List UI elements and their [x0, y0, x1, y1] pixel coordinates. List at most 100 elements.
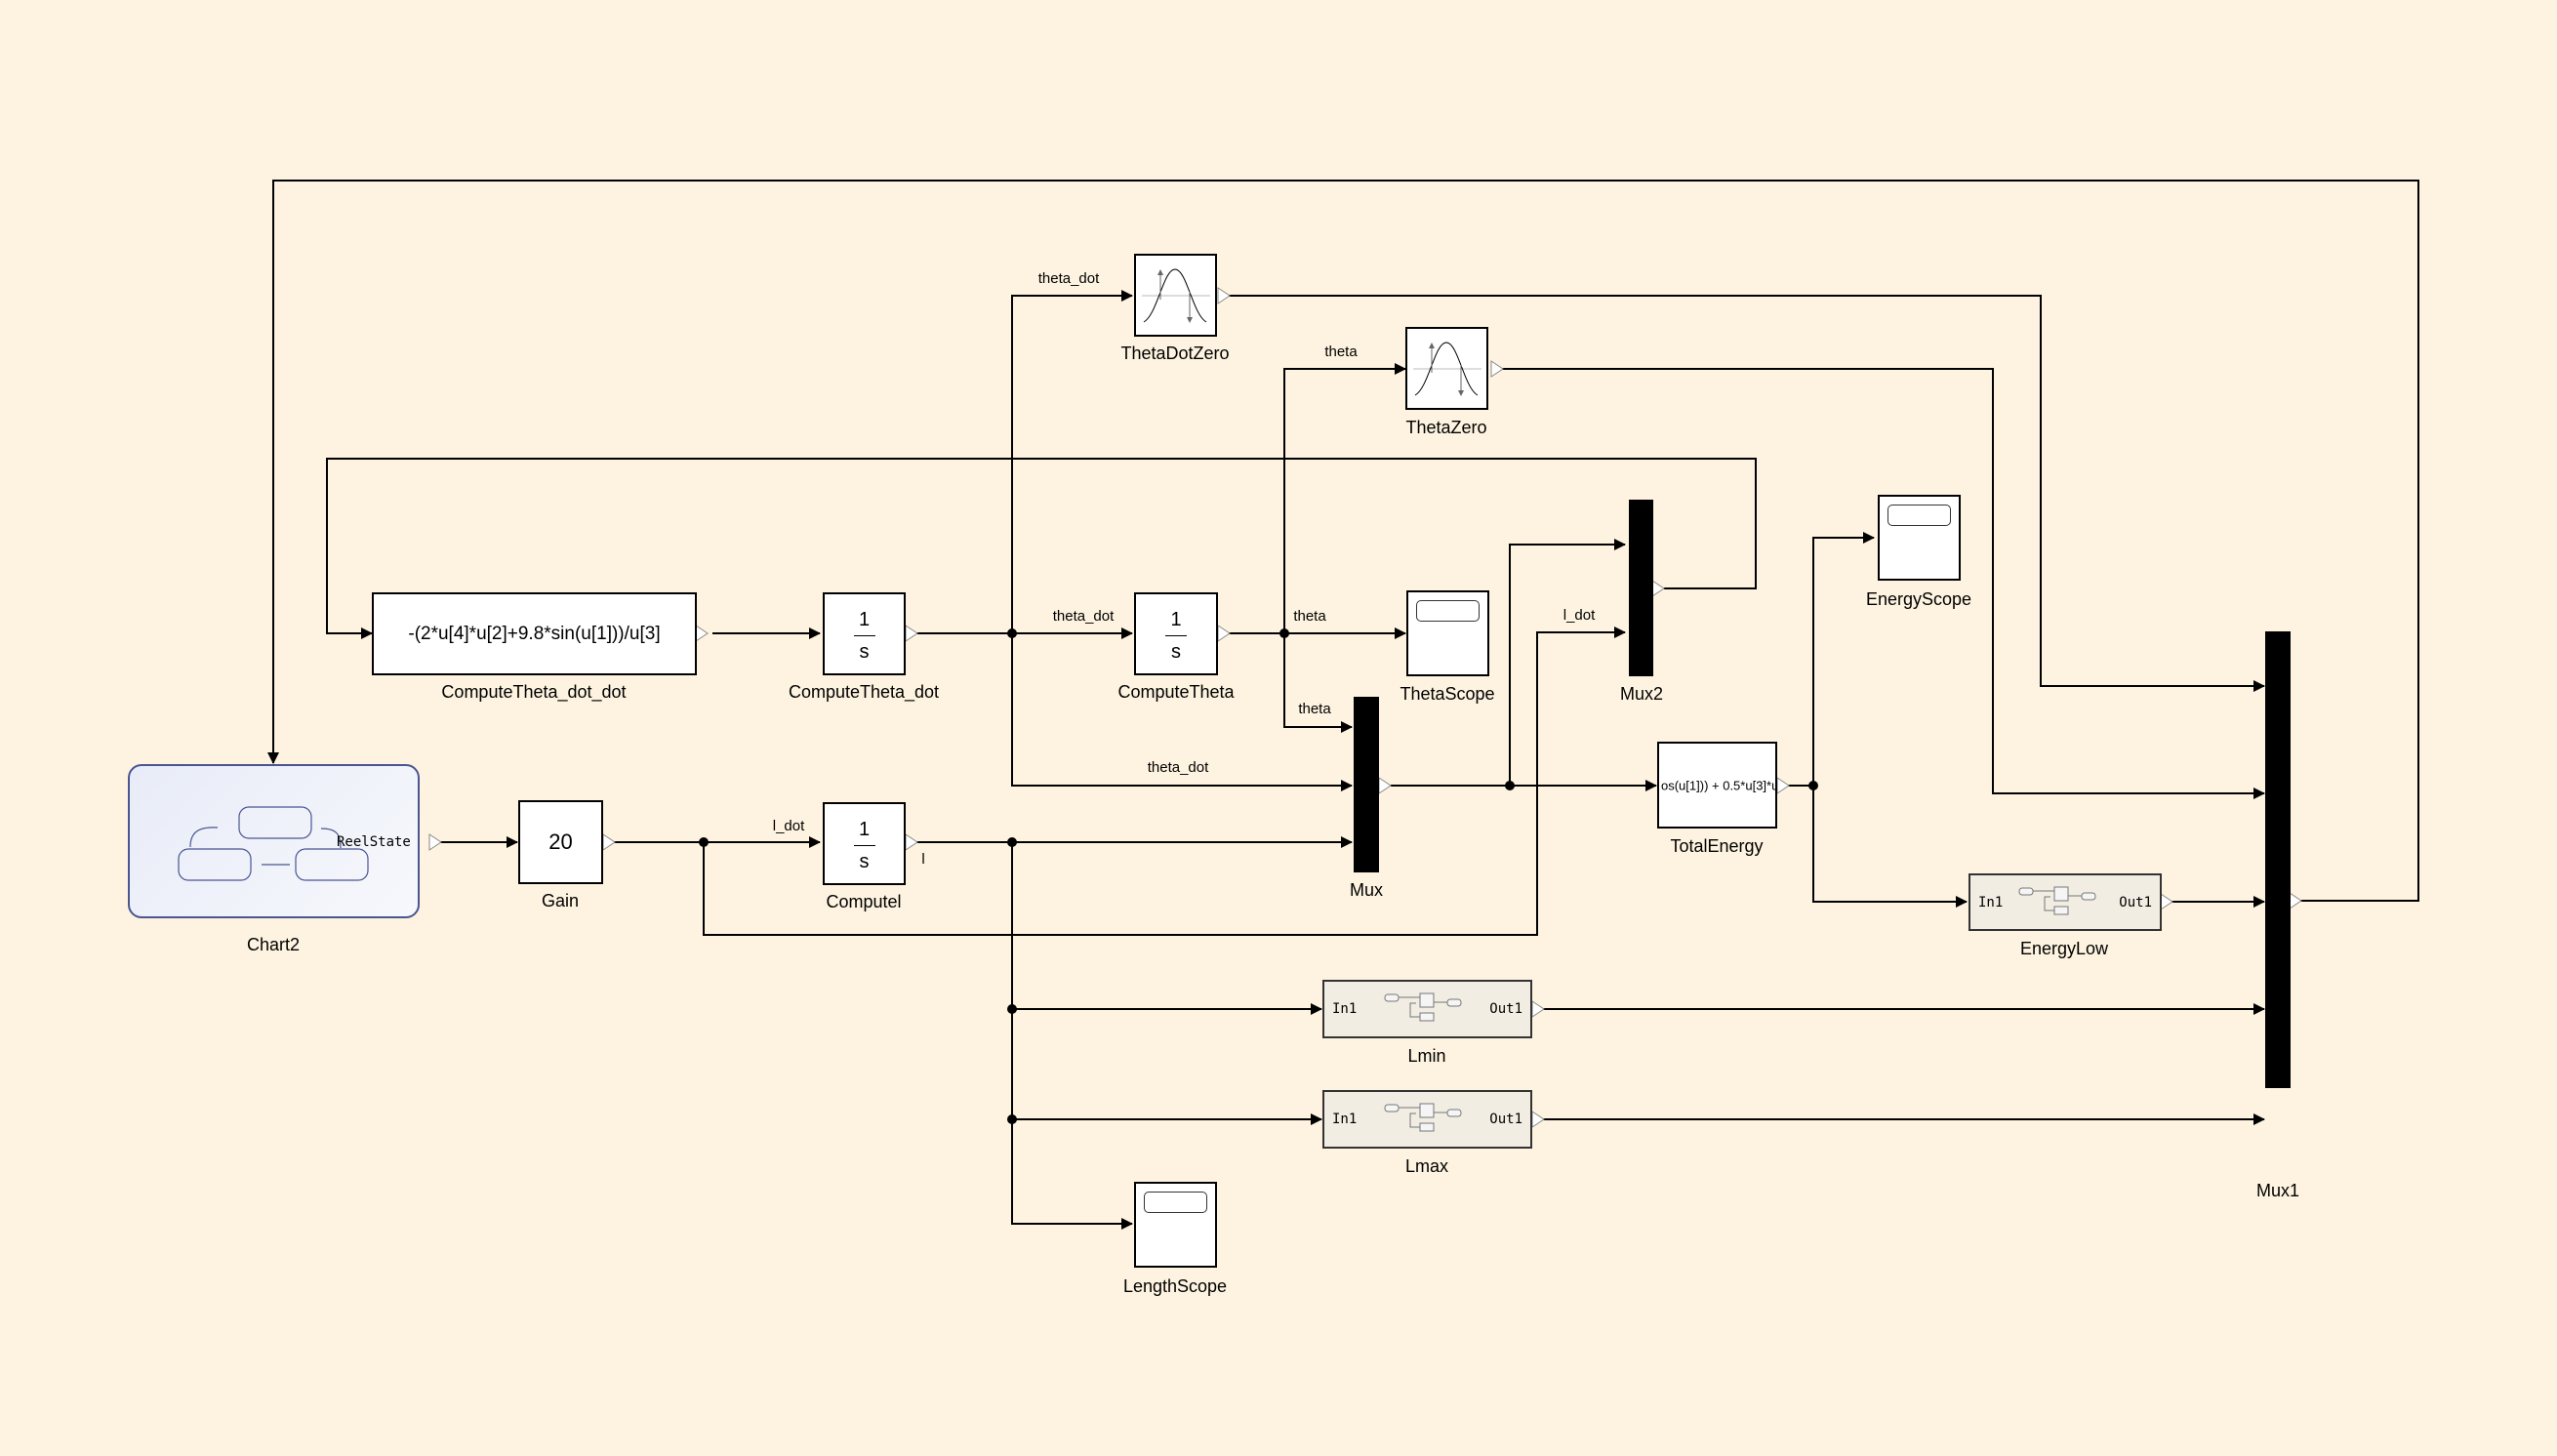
integrator-icon: 1 s	[825, 816, 904, 875]
line-mux2-to-ctdd[interactable]	[326, 458, 1757, 639]
denominator: s	[859, 851, 870, 872]
line-thetadot-to-tdz[interactable]	[1011, 290, 1133, 633]
lmin-name: Lmin	[1407, 1046, 1446, 1066]
line-thetadot-to-mux[interactable]	[1011, 633, 1353, 791]
branch-point	[1505, 781, 1515, 790]
output-port	[905, 625, 918, 642]
energy-low-block[interactable]: In1 Out1	[1968, 873, 2162, 931]
chart2-block[interactable]: ReelState	[128, 764, 420, 918]
integrator-icon: 1 s	[825, 606, 904, 666]
length-scope-block[interactable]	[1134, 1182, 1217, 1268]
signal-label-theta: theta	[1324, 344, 1358, 360]
lmax-block[interactable]: In1 Out1	[1322, 1090, 1532, 1149]
line-mux1-to-chart2[interactable]	[267, 180, 2419, 902]
denominator: s	[1171, 641, 1181, 663]
mux1-block[interactable]	[2265, 631, 2291, 1088]
energy-low-name: EnergyLow	[2019, 939, 2109, 958]
signal-label-theta-dot: theta_dot	[1052, 608, 1115, 625]
scope-icon	[1887, 505, 1951, 526]
scope-icon	[1144, 1192, 1207, 1213]
line-theta-to-mux[interactable]	[1283, 633, 1353, 733]
denominator: s	[859, 641, 870, 663]
signal-label-l: l	[921, 851, 925, 868]
output-port	[2289, 892, 2302, 910]
subsystem-icon	[2018, 886, 2096, 915]
signal-label-theta: theta	[1298, 701, 1331, 717]
mux-block[interactable]	[1354, 697, 1379, 872]
branch-point	[699, 837, 709, 847]
in-port-label: In1	[1332, 1001, 1358, 1017]
mux1-name: Mux1	[2255, 1181, 2300, 1200]
branch-point	[1808, 781, 1818, 790]
compute-theta-block[interactable]: 1 s	[1134, 592, 1218, 675]
output-port	[1531, 1000, 1545, 1018]
output-port	[2160, 893, 2173, 910]
chart2-name: Chart2	[246, 935, 301, 954]
subsystem-icon	[1384, 1103, 1462, 1132]
signal-label-theta-dot: theta_dot	[1147, 759, 1209, 776]
signal-label-theta: theta	[1293, 608, 1326, 625]
numerator: 1	[858, 609, 871, 630]
signal-label-l-dot: l_dot	[772, 818, 805, 834]
branch-point	[1007, 837, 1017, 847]
output-port	[602, 833, 616, 851]
out-port-label: Out1	[1489, 1001, 1522, 1017]
branch-point	[1279, 628, 1289, 638]
output-port	[695, 625, 709, 642]
in-port-label: In1	[1332, 1112, 1358, 1127]
line-mux-to-mux2[interactable]	[1509, 539, 1626, 786]
output-port	[1651, 580, 1665, 597]
theta-dot-zero-block[interactable]	[1134, 254, 1217, 337]
line-theta-to-thetazero[interactable]	[1283, 363, 1406, 633]
compute-l-block[interactable]: 1 s	[823, 802, 906, 885]
in-port-label: In1	[1978, 894, 2004, 910]
compute-theta-name: ComputeTheta	[1117, 682, 1235, 702]
theta-dot-zero-name: ThetaDotZero	[1120, 344, 1230, 363]
mux2-name: Mux2	[1619, 684, 1664, 704]
gain-name: Gain	[541, 891, 580, 910]
output-port	[1531, 1111, 1545, 1128]
total-energy-block[interactable]: os(u[1])) + 0.5*u[3]*u	[1657, 742, 1777, 829]
output-port	[1776, 777, 1790, 794]
out-port-label: Out1	[2119, 894, 2152, 910]
line-tz-to-mux1[interactable]	[1493, 368, 2265, 799]
lmin-block[interactable]: In1 Out1	[1322, 980, 1532, 1038]
branch-point	[1007, 628, 1017, 638]
numerator: 1	[1170, 609, 1182, 630]
hit-crossing-icon	[1413, 342, 1481, 396]
line-tdz-to-mux1[interactable]	[1220, 295, 2265, 692]
stateflow-chart-icon	[178, 806, 369, 881]
theta-zero-block[interactable]	[1405, 327, 1488, 410]
length-scope-name: LengthScope	[1122, 1276, 1228, 1296]
branch-point	[1007, 1114, 1017, 1124]
output-port	[1490, 360, 1504, 378]
theta-scope-block[interactable]	[1406, 590, 1489, 676]
theta-scope-name: ThetaScope	[1400, 684, 1495, 704]
line-l-branch[interactable]	[1011, 842, 1133, 1230]
scope-icon	[1416, 600, 1480, 622]
line-energy-to-scope[interactable]	[1778, 532, 1875, 787]
signal-label-theta-dot: theta_dot	[1037, 270, 1100, 287]
numerator: 1	[858, 819, 871, 840]
compute-theta-dot-block[interactable]: 1 s	[823, 592, 906, 675]
signal-label-l-dot: l_dot	[1563, 607, 1596, 624]
subsystem-icon	[1384, 992, 1462, 1022]
compute-l-name: Computel	[826, 892, 902, 911]
output-port	[1217, 287, 1231, 304]
integrator-icon: 1 s	[1136, 606, 1216, 666]
line-energy-to-energylow[interactable]	[1812, 786, 1968, 908]
output-port	[905, 833, 918, 851]
output-port	[428, 833, 442, 851]
line-ldot-to-mux2[interactable]	[703, 627, 1626, 936]
mux2-block[interactable]	[1629, 500, 1653, 676]
chart2-output-port-label: ReelState	[337, 834, 411, 850]
fcn-expression: os(u[1])) + 0.5*u[3]*u	[1661, 778, 1775, 792]
gain-block[interactable]: 20	[518, 800, 603, 884]
total-energy-name: TotalEnergy	[1670, 836, 1764, 856]
out-port-label: Out1	[1489, 1112, 1522, 1127]
compute-theta-dot-dot-block[interactable]: -(2*u[4]*u[2]+9.8*sin(u[1]))/u[3]	[372, 592, 697, 675]
energy-scope-block[interactable]	[1878, 495, 1961, 581]
hit-crossing-icon	[1142, 268, 1210, 323]
